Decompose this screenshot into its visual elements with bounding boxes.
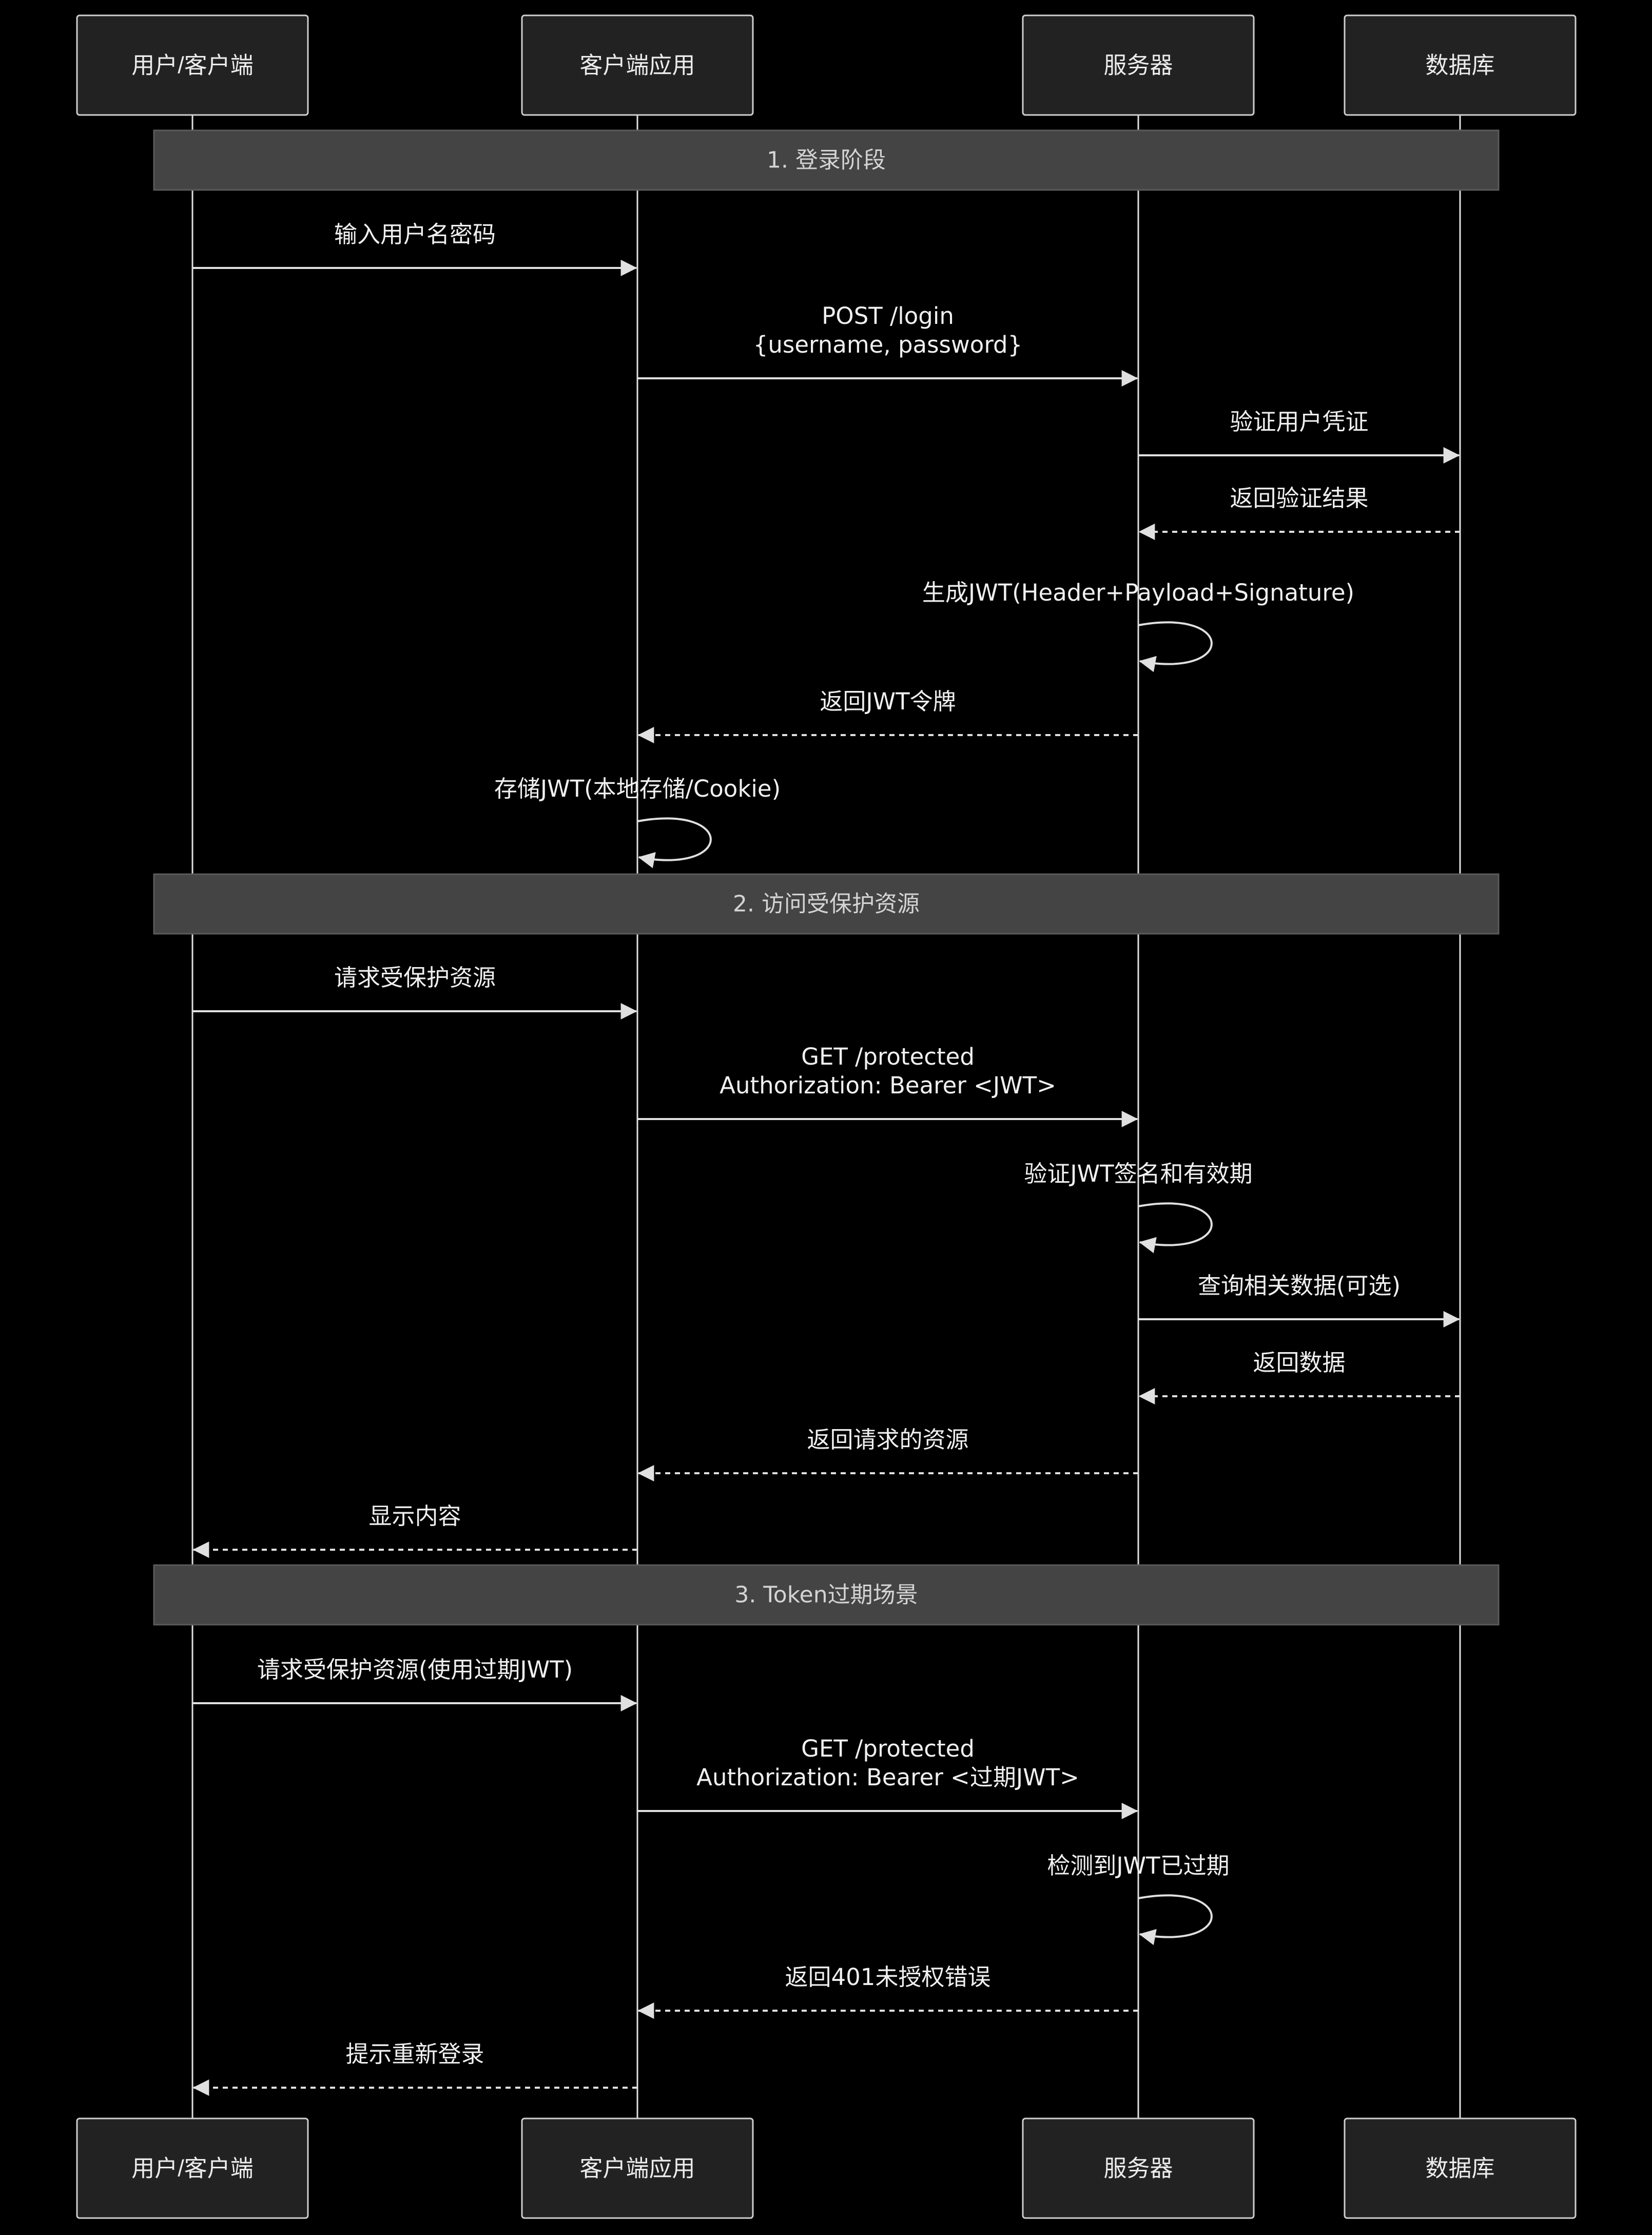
message-server-to-db: 查询相关数据(可选) [1138,1272,1460,1327]
message-client-to-client: 存储JWT(本地存储/Cookie) [494,775,781,869]
section-bar [153,129,1500,191]
actor-db-bottom: 数据库 [1344,2117,1577,2219]
actor-label: 服务器 [1103,52,1173,79]
section-3: 3. Token过期场景 [153,1564,1500,1626]
message-label: 查询相关数据(可选) [1198,1272,1401,1299]
actor-db-top: 数据库 [1344,14,1577,116]
message-user-to-client: 输入用户名密码 [192,221,637,276]
actor-box [1022,14,1255,116]
message-client-to-user: 显示内容 [192,1502,637,1558]
section-title: 1. 登录阶段 [767,147,886,174]
messages: 输入用户名密码 POST /login{username, password} 验证… [192,221,1460,2096]
message-label: 返回JWT令牌 [820,688,956,715]
message-server-to-client: 返回JWT令牌 [637,688,1138,743]
message-label: 验证JWT签名和有效期 [1024,1160,1252,1187]
message-label: 返回请求的资源 [807,1426,968,1453]
actor-box [521,14,754,116]
actor-label: 服务器 [1103,2155,1173,2182]
message-user-to-client: 请求受保护资源(使用过期JWT) [192,1656,637,1711]
section-bar [153,1564,1500,1626]
actor-row-top: 用户/客户端 客户端应用 服务器 数据库 [76,14,1577,116]
actor-client-top: 客户端应用 [521,14,754,116]
actor-label: 客户端应用 [579,52,695,79]
actor-box [76,2117,309,2219]
actor-user-top: 用户/客户端 [76,14,309,116]
actor-user-bottom: 用户/客户端 [76,2117,309,2219]
message-label: 请求受保护资源 [334,964,496,991]
message-label: POST /login [822,302,954,330]
section-title: 2. 访问受保护资源 [733,891,920,917]
actor-server-bottom: 服务器 [1022,2117,1255,2219]
message-label: GET /protected [801,1735,975,1762]
message-label: Authorization: Bearer <过期JWT> [696,1764,1079,1791]
actor-box [1344,2117,1577,2219]
lifelines [191,115,1461,2118]
actor-label: 用户/客户端 [131,52,254,79]
message-label: 返回验证结果 [1230,485,1368,512]
message-label: 输入用户名密码 [334,221,496,248]
actor-server-top: 服务器 [1022,14,1255,116]
self-call-arrow [1138,1894,1213,1945]
message-label: 检测到JWT已过期 [1047,1852,1229,1879]
self-call-arrow [637,817,712,869]
actor-box [76,14,309,116]
message-label: 显示内容 [368,1502,461,1530]
actor-box [1344,14,1577,116]
section-1: 1. 登录阶段 [153,129,1500,191]
actor-label: 客户端应用 [579,2155,695,2182]
message-server-to-server: 生成JWT(Header+Payload+Signature) [922,579,1354,672]
message-user-to-client: 请求受保护资源 [192,964,637,1019]
message-label: 提示重新登录 [345,2040,484,2068]
message-label: GET /protected [801,1043,975,1070]
message-label: Authorization: Bearer <JWT> [720,1072,1056,1099]
section-bars: 1. 登录阶段 2. 访问受保护资源 3. Token过期场景 [153,129,1500,1626]
actor-client-bottom: 客户端应用 [521,2117,754,2219]
message-client-to-server: POST /login{username, password} [637,302,1138,387]
message-db-to-server: 返回数据 [1138,1349,1460,1404]
actor-box [1022,2117,1255,2219]
message-server-to-server: 检测到JWT已过期 [1047,1852,1230,1945]
actor-label: 用户/客户端 [131,2155,254,2182]
message-server-to-server: 验证JWT签名和有效期 [1024,1160,1253,1254]
message-server-to-client: 返回401未授权错误 [637,1963,1138,2019]
message-label: 验证用户凭证 [1230,408,1368,435]
message-label: 返回数据 [1253,1349,1345,1376]
message-label: 请求受保护资源(使用过期JWT) [257,1656,573,1683]
actor-row-bottom: 用户/客户端 客户端应用 服务器 数据库 [76,2117,1577,2219]
message-label: {username, password} [753,331,1023,358]
self-call-arrow [1138,1202,1213,1254]
section-2: 2. 访问受保护资源 [153,873,1500,935]
message-label: 返回401未授权错误 [785,1963,991,1991]
message-server-to-client: 返回请求的资源 [637,1426,1138,1481]
message-server-to-db: 验证用户凭证 [1138,408,1460,464]
actor-label: 数据库 [1425,2155,1494,2182]
message-label: 存储JWT(本地存储/Cookie) [494,775,781,802]
self-call-arrow [1138,621,1213,672]
section-bar [153,873,1500,935]
message-client-to-user: 提示重新登录 [192,2040,637,2096]
message-label: 生成JWT(Header+Payload+Signature) [922,579,1354,606]
actor-label: 数据库 [1425,52,1494,79]
actor-box [521,2117,754,2219]
message-db-to-server: 返回验证结果 [1138,485,1460,540]
section-title: 3. Token过期场景 [734,1582,918,1608]
